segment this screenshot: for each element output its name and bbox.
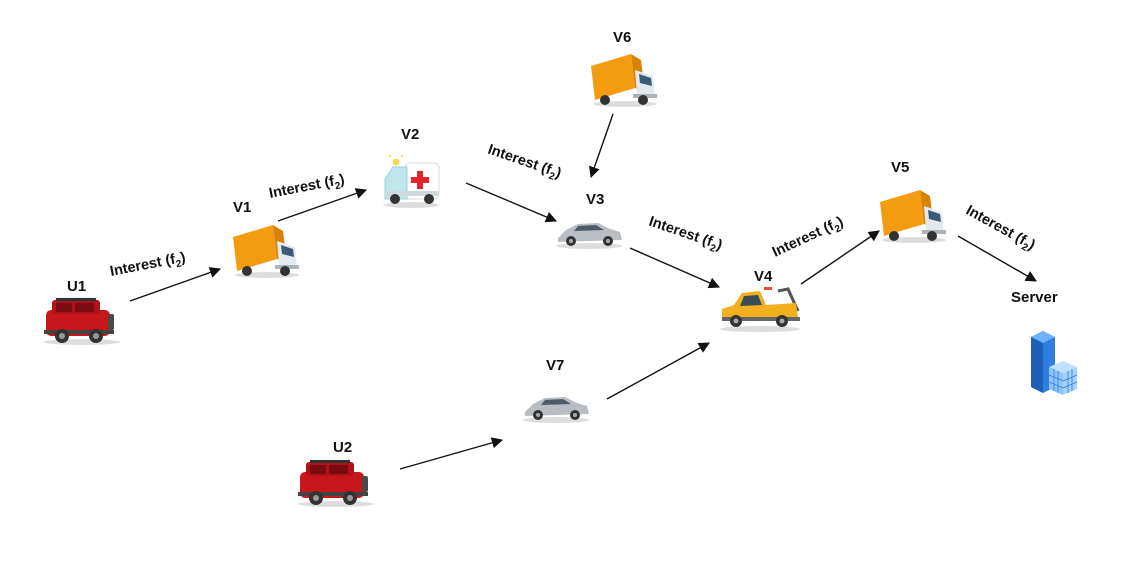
edge-label-v3-v4: Interest (f2) [646, 214, 725, 257]
arrow-v2-v3 [465, 182, 558, 223]
yellow-tow-truck-icon [720, 287, 800, 332]
node-label-v6: V6 [613, 29, 631, 46]
node-label-v1: V1 [233, 199, 251, 216]
edge-label-v5-server: Interest (f2) [962, 203, 1038, 257]
ambulance-icon [383, 154, 440, 208]
node-label-v4: V4 [754, 268, 773, 285]
arrow-v7-v4 [606, 342, 710, 400]
server-icon [1031, 331, 1078, 395]
edge-label-v4-v5: Interest (f2) [770, 214, 847, 264]
arrow-u1-v1 [129, 267, 222, 302]
arrow-v6-v3 [589, 113, 614, 179]
silver-sedan-icon [523, 397, 589, 423]
arrow-v4-v5 [800, 230, 880, 285]
red-suv-icon [44, 298, 120, 345]
orange-delivery-truck-icon [233, 225, 299, 278]
orange-delivery-truck-icon [880, 190, 946, 243]
arrow-v5-server [957, 235, 1037, 282]
node-label-server: Server [1011, 289, 1058, 306]
node-label-v5: V5 [891, 159, 909, 176]
arrow-v1-v2 [277, 188, 368, 222]
edge-label-u1-v1: Interest (f2) [109, 250, 188, 283]
arrow-v3-v4 [629, 247, 721, 289]
node-label-v3: V3 [586, 191, 604, 208]
orange-delivery-truck-icon [591, 54, 657, 107]
silver-sedan-icon [556, 223, 622, 249]
edge-label-v1-v2: Interest (f2) [268, 172, 347, 205]
node-label-v7: V7 [546, 357, 564, 374]
red-suv-icon [298, 460, 374, 507]
node-label-u2: U2 [333, 439, 352, 456]
arrow-u2-v7 [399, 437, 504, 470]
edge-label-v2-v3: Interest (f2) [485, 142, 564, 185]
node-label-u1: U1 [67, 278, 86, 295]
node-label-v2: V2 [401, 126, 419, 143]
